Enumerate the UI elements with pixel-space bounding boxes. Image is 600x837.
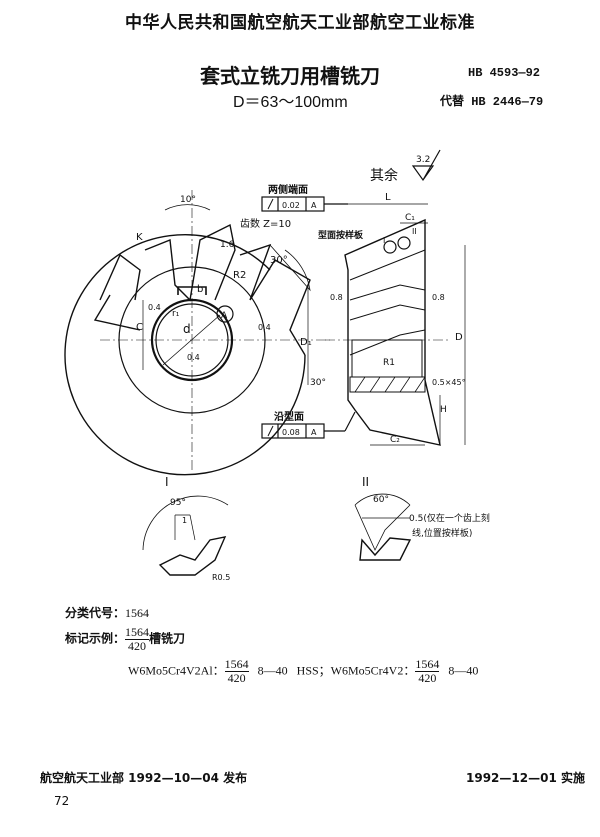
label-r08b: 0.8 (432, 293, 445, 302)
standard-number: HB 4593—92 (468, 66, 541, 80)
page-number: 72 (54, 794, 70, 808)
label-angle30: 30° (270, 255, 288, 266)
label-a-circle: A (221, 311, 228, 321)
detail-I-radius: R0.5 (212, 573, 230, 582)
cutter-section-view (307, 203, 466, 446)
label-angle30b: 30° (310, 378, 326, 388)
detail-II-angle: 60° (373, 495, 389, 505)
example-2-material: HSS；W6Mo5Cr4V2： (296, 663, 416, 678)
document-title: 套式立铣刀用槽铣刀 (200, 64, 380, 88)
detail-II-view (354, 493, 412, 561)
issued-date: 航空航天工业部 1992—10—04 发布 (40, 771, 248, 785)
roughness-symbol-icon (411, 149, 441, 182)
label-c: C (136, 322, 143, 333)
tolerance-frame-end (261, 196, 348, 212)
label-k: K (136, 232, 143, 243)
profile-template-label: 型面按样板 (318, 229, 364, 241)
label-D: D (455, 332, 463, 343)
roughness-note: 其余 (370, 167, 398, 184)
label-chamfer: 0.5×45° (432, 378, 466, 387)
cutter-front-view (64, 190, 330, 476)
label-r16: 1.6 (220, 240, 235, 250)
label-r2: R2 (233, 270, 246, 281)
label-r04b: 0.4 (258, 323, 271, 332)
tol-profile-value: 0.08 (282, 428, 300, 437)
label-r08a: 0.8 (330, 293, 343, 302)
both-end-faces-label: 两侧端面 (268, 183, 308, 196)
effective-date: 1992—12—01 实施 (466, 771, 585, 785)
detail-II-note-1: 0.5(仅在一个齿上刻 (409, 512, 490, 524)
detail-I-angle: 95° (170, 498, 186, 508)
tol-end-datum: A (311, 201, 317, 210)
label-angle10: 10° (180, 195, 196, 205)
label-D1: D₁ (300, 337, 312, 348)
detail-II-label: II (362, 475, 369, 489)
detail-I-view (142, 495, 229, 576)
classification-code: 分类代号：1564 (65, 604, 149, 621)
tol-profile-datum: A (311, 428, 317, 437)
example-1-material: W6Mo5Cr4V2Al： (128, 663, 225, 678)
label-R1: R1 (383, 358, 395, 368)
label-d: d (183, 322, 191, 336)
organization-header: 中华人民共和国航空航天工业部航空工业标准 (125, 13, 475, 33)
tol-end-value: 0.02 (282, 201, 300, 210)
label-r04c: 0.4 (187, 353, 200, 362)
label-b: b (197, 284, 203, 295)
label-C2: C₂ (390, 435, 400, 445)
along-profile-label: 沿型面 (274, 410, 304, 423)
replaces-standard: 代替 HB 2446—79 (440, 95, 544, 109)
detail-I-label: I (165, 475, 169, 489)
label-II: II (412, 227, 417, 236)
label-I: I (383, 236, 385, 245)
detail-I-dim: 1 (182, 516, 187, 525)
teeth-count: 齿数 Z=10 (240, 217, 291, 230)
classification-label: 分类代号： (65, 606, 126, 620)
example-1-size: 8—40 (257, 663, 288, 678)
label-C1: C₁ (405, 213, 415, 223)
diameter-range: D＝63～100mm (233, 94, 348, 111)
marking-label: 标记示例： (65, 631, 126, 646)
example-2-size: 8—40 (448, 663, 479, 678)
detail-II-note-2: 线,位置按样板) (412, 527, 472, 539)
marking-name: 槽铣刀 (149, 631, 186, 646)
tolerance-frame-profile (261, 411, 356, 439)
label-r1: r₁ (172, 309, 180, 319)
classification-value: 1564 (125, 606, 150, 620)
label-H: H (440, 405, 447, 415)
label-L: L (385, 192, 391, 203)
roughness-value: 3.2 (416, 155, 430, 165)
label-r04a: 0.4 (148, 303, 161, 312)
